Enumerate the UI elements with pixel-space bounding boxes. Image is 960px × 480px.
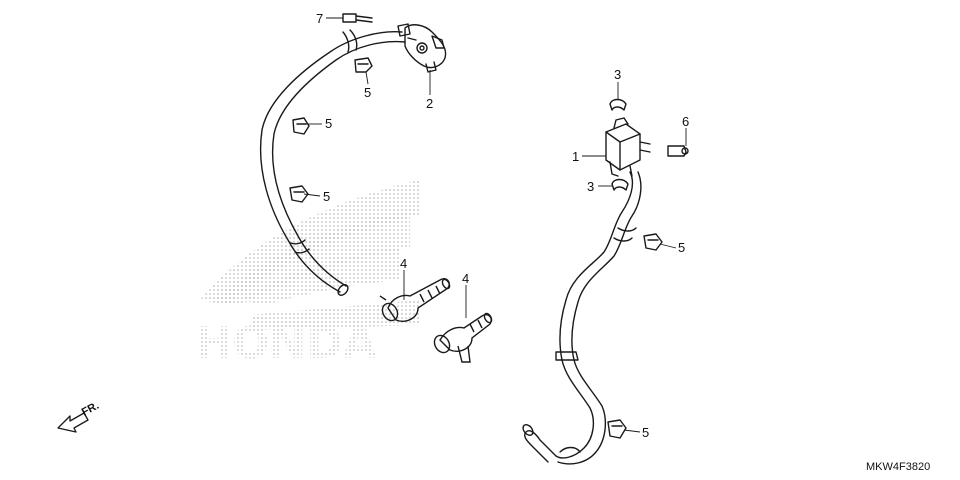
part-6-bolt <box>667 145 687 157</box>
callout-5: 5 <box>642 425 649 440</box>
front-marker-label: FR. <box>80 400 101 419</box>
left-hose <box>259 30 403 293</box>
left-hose-assembly <box>259 13 447 296</box>
front-arrow-icon <box>57 412 89 433</box>
leader-lines <box>303 17 687 433</box>
callout-5: 5 <box>325 116 332 131</box>
part-4-tube-a <box>379 278 451 322</box>
part-7-bolt <box>342 13 357 23</box>
front-direction-marker: FR. <box>57 400 101 433</box>
callout-3: 3 <box>587 179 594 194</box>
right-hose-assembly <box>522 98 689 465</box>
callout-5: 5 <box>678 240 685 255</box>
part-5-clip-a <box>354 57 373 73</box>
part-3-clip-b <box>611 178 629 191</box>
callouts: 7 2 5 5 5 4 4 3 6 1 3 5 5 <box>316 11 689 440</box>
callout-2: 2 <box>426 96 433 111</box>
callout-5: 5 <box>323 189 330 204</box>
callout-7: 7 <box>316 11 323 26</box>
callout-6: 6 <box>682 114 689 129</box>
honda-watermark-text: HONDA <box>195 318 377 369</box>
part-5-clip-d <box>643 233 663 251</box>
part-3-clip-a <box>609 98 627 111</box>
part-5-clip-e <box>607 419 627 439</box>
part-1-solenoid <box>605 123 641 171</box>
callout-1: 1 <box>572 149 579 164</box>
part-5-clip-b <box>292 117 310 135</box>
callout-4: 4 <box>462 271 469 286</box>
part-4-tube-b <box>433 312 493 363</box>
callout-5: 5 <box>364 85 371 100</box>
diagram-code: MKW4F3820 <box>866 461 930 473</box>
callout-3: 3 <box>614 67 621 82</box>
part-5-clip-c <box>289 185 309 203</box>
part-2-body <box>404 24 447 69</box>
callout-4: 4 <box>400 256 407 271</box>
honda-wing-watermark: HONDA <box>195 180 420 369</box>
right-hose <box>555 171 634 459</box>
